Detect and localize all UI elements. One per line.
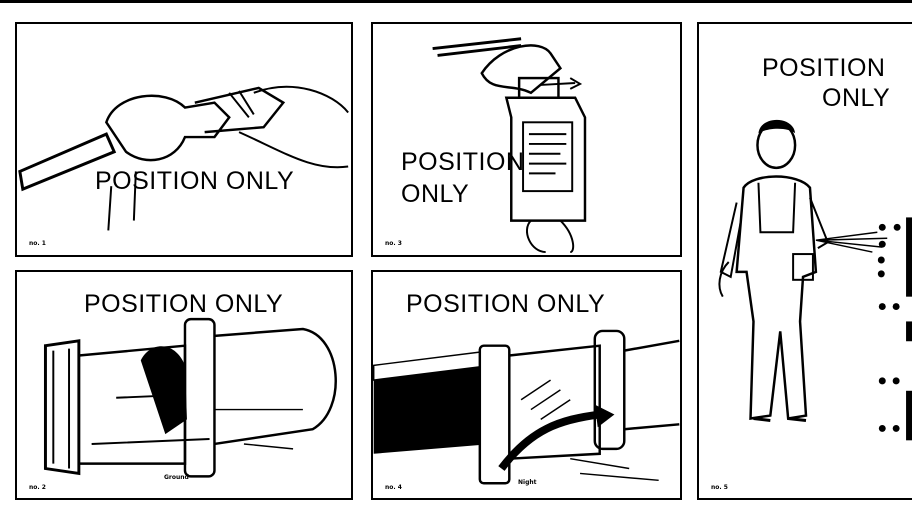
panel-fig-2: POSITION ONLY Ground no. 2 <box>15 270 353 500</box>
panel-2-label-line1: POSITION <box>401 148 525 176</box>
panel-5-label: POSITION ONLY <box>406 290 606 318</box>
hose-spray-icon <box>373 329 680 485</box>
panel-4-caption: Ground <box>164 474 189 481</box>
panel-1-fig-number: no. 1 <box>29 240 46 247</box>
panel-fig-4: POSITION ONLY Night no. 4 <box>371 270 682 500</box>
panel-1-label: POSITION ONLY <box>95 167 295 195</box>
sprayer-worker-icon <box>718 119 912 441</box>
panel-3-label-line2: ONLY <box>822 84 891 112</box>
panel-fig-1: POSITION ONLY no. 1 <box>15 22 353 257</box>
panel-fig-5: POSITION ONLY no. 5 <box>697 22 912 500</box>
panel-2-fig-number: no. 3 <box>385 240 402 247</box>
panel-4-fig-number: no. 2 <box>29 484 46 491</box>
top-rule <box>0 0 912 3</box>
panel-2-label-line2: ONLY <box>401 180 470 208</box>
panel-3-label-line1: POSITION <box>762 54 886 82</box>
connector-icon <box>43 317 337 478</box>
hose-hand-icon <box>18 85 349 231</box>
bottle-hand-icon <box>432 37 587 254</box>
panel-fig-3: POSITION ONLY no. 3 <box>371 22 682 257</box>
panel-3-fig-number: no. 5 <box>711 484 728 491</box>
panel-5-caption: Night <box>518 479 537 486</box>
panel-5-fig-number: no. 4 <box>385 484 402 491</box>
panel-4-label: POSITION ONLY <box>84 290 284 318</box>
